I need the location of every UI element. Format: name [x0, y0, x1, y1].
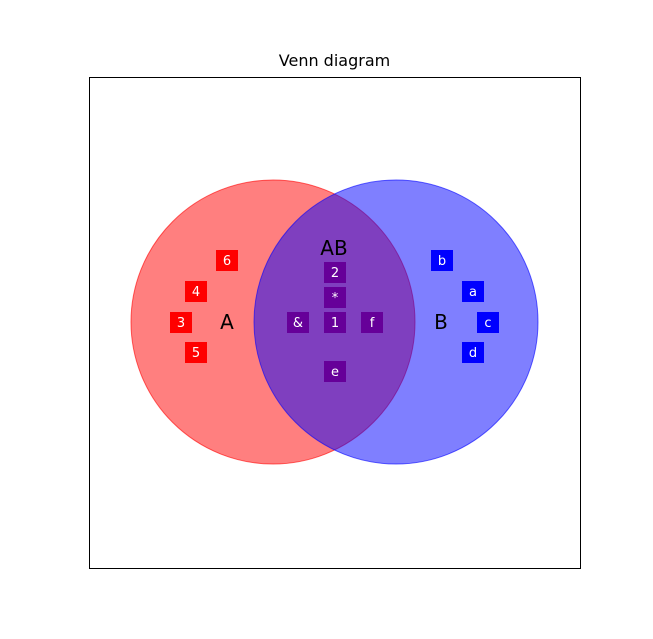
- element-chip-label: e: [331, 365, 339, 380]
- element-chip-bg: [170, 312, 192, 333]
- element-chip-label: 4: [192, 285, 200, 300]
- element-chip-bg: [287, 312, 309, 333]
- element-chip-bg: [185, 281, 207, 302]
- element-chip-label: &: [293, 316, 303, 331]
- element-chip-bg: [361, 312, 383, 333]
- ab-element: 1: [324, 312, 346, 333]
- ab-element: f: [361, 312, 383, 333]
- element-chip-label: 6: [223, 254, 231, 269]
- a-only-element: 6: [216, 250, 238, 271]
- b-only-element: c: [477, 312, 499, 333]
- element-chip-label: f: [370, 316, 375, 331]
- element-chip-bg: [324, 262, 346, 283]
- element-chip-label: 3: [177, 316, 185, 331]
- a-only-element: 4: [185, 281, 207, 302]
- element-chip-label: d: [469, 346, 477, 361]
- b-only-element: a: [462, 281, 484, 302]
- element-chip-bg: [185, 342, 207, 363]
- element-chip-label: 5: [192, 346, 200, 361]
- intersection-label: AB: [320, 236, 347, 260]
- element-chip-label: 2: [331, 266, 339, 281]
- b-only-element: d: [462, 342, 484, 363]
- element-chip-bg: [462, 342, 484, 363]
- element-chip-label: a: [469, 285, 477, 300]
- ab-element: *: [324, 287, 346, 308]
- diagram-title: Venn diagram: [278, 51, 391, 70]
- element-chip-bg: [324, 361, 346, 382]
- set-b-circle: [253, 179, 539, 465]
- element-chip-label: c: [484, 316, 491, 331]
- ab-element: 2: [324, 262, 346, 283]
- element-chip-bg: [324, 287, 346, 308]
- element-chip-bg: [216, 250, 238, 271]
- element-chip-label: *: [332, 291, 339, 306]
- a-only-element: 5: [185, 342, 207, 363]
- element-chip-bg: [431, 250, 453, 271]
- set-b-label: B: [434, 310, 448, 334]
- element-chip-label: 1: [331, 316, 339, 331]
- element-chip-label: b: [438, 254, 446, 269]
- plot-frame: [89, 77, 581, 569]
- ab-element: &: [287, 312, 309, 333]
- a-only-element: 3: [170, 312, 192, 333]
- ab-element: e: [324, 361, 346, 382]
- b-only-element: b: [431, 250, 453, 271]
- element-chip-bg: [462, 281, 484, 302]
- element-chip-bg: [477, 312, 499, 333]
- set-a-label: A: [220, 310, 234, 334]
- element-chip-bg: [324, 312, 346, 333]
